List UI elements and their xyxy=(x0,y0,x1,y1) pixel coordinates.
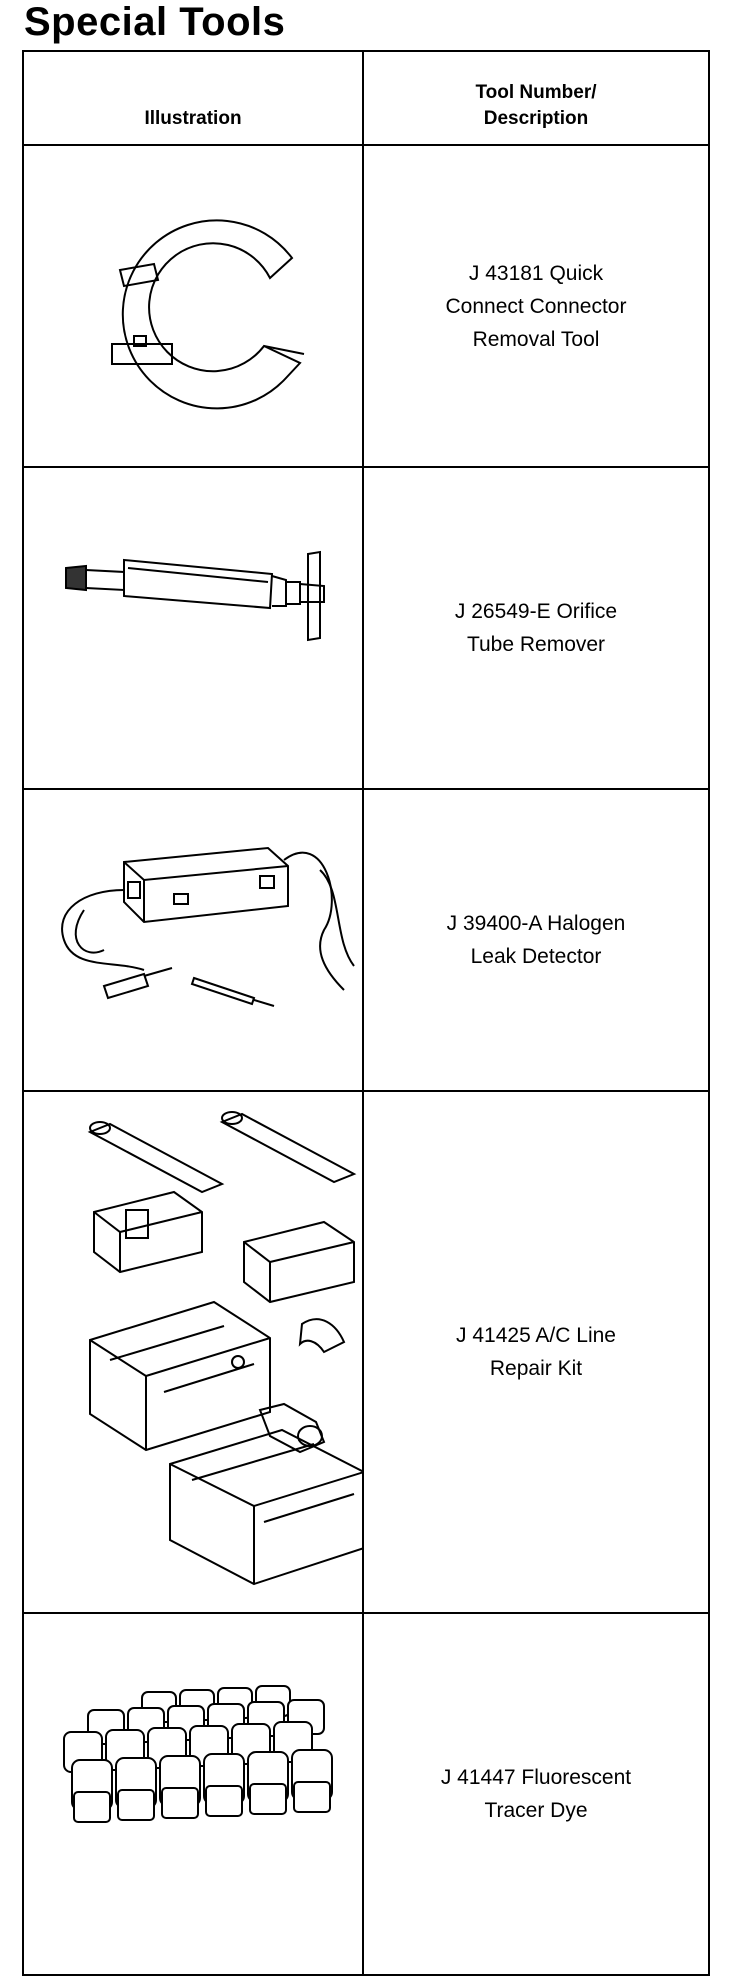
fluorescent-tracer-dye-icon xyxy=(63,1685,333,1823)
header-desc-line1: Tool Number/ xyxy=(475,82,597,103)
table-header-row: Illustration Tool Number/ Description xyxy=(22,50,710,146)
description-cell: J 41447 Fluorescent Tracer Dye xyxy=(362,1612,710,1976)
header-desc-line2: Description xyxy=(483,108,589,129)
table-row: J 43181 Quick Connect Connector Removal … xyxy=(22,144,710,468)
illustration-cell xyxy=(22,1090,364,1614)
page-title: Special Tools xyxy=(24,0,286,44)
illustration-cell xyxy=(22,144,364,468)
table-row: J 41425 A/C Line Repair Kit xyxy=(22,1090,710,1614)
tool-desc-line: J 26549-E Orifice xyxy=(454,600,618,623)
special-tools-table: Illustration Tool Number/ Description J … xyxy=(22,50,710,1976)
tool-desc-line: J 39400-A Halogen xyxy=(446,912,626,935)
tool-desc-line: Connect Connector xyxy=(445,294,627,318)
header-tool-description: Tool Number/ Description xyxy=(362,50,710,146)
description-cell: J 26549-E Orifice Tube Remover xyxy=(362,466,710,790)
tool-desc-line: J 41447 Fluorescent xyxy=(440,1766,632,1789)
ac-line-repair-kit-icon xyxy=(87,1111,361,1586)
halogen-leak-detector-icon xyxy=(61,846,355,1007)
illustration-cell xyxy=(22,1612,364,1976)
table-row: J 39400-A Halogen Leak Detector xyxy=(22,788,710,1092)
table-row: J 41447 Fluorescent Tracer Dye xyxy=(22,1612,710,1976)
quick-connect-removal-tool-icon xyxy=(111,219,305,410)
illustration-cell xyxy=(22,788,364,1092)
tool-desc-line: J 43181 Quick xyxy=(468,261,604,285)
description-cell: J 43181 Quick Connect Connector Removal … xyxy=(362,144,710,468)
tool-desc-line: Leak Detector xyxy=(470,945,602,968)
tool-desc-line: Repair Kit xyxy=(489,1357,583,1380)
description-cell: J 39400-A Halogen Leak Detector xyxy=(362,788,710,1092)
tool-desc-line: Tracer Dye xyxy=(484,1799,588,1822)
description-cell: J 41425 A/C Line Repair Kit xyxy=(362,1090,710,1614)
tool-desc-line: Removal Tool xyxy=(472,327,600,351)
tool-desc-line: J 41425 A/C Line xyxy=(456,1324,616,1347)
table-row: J 26549-E Orifice Tube Remover xyxy=(22,466,710,790)
illustration-cell xyxy=(22,466,364,790)
orifice-tube-remover-icon xyxy=(65,550,325,642)
tool-desc-line: Tube Remover xyxy=(466,633,606,656)
header-illustration: Illustration xyxy=(22,50,364,146)
